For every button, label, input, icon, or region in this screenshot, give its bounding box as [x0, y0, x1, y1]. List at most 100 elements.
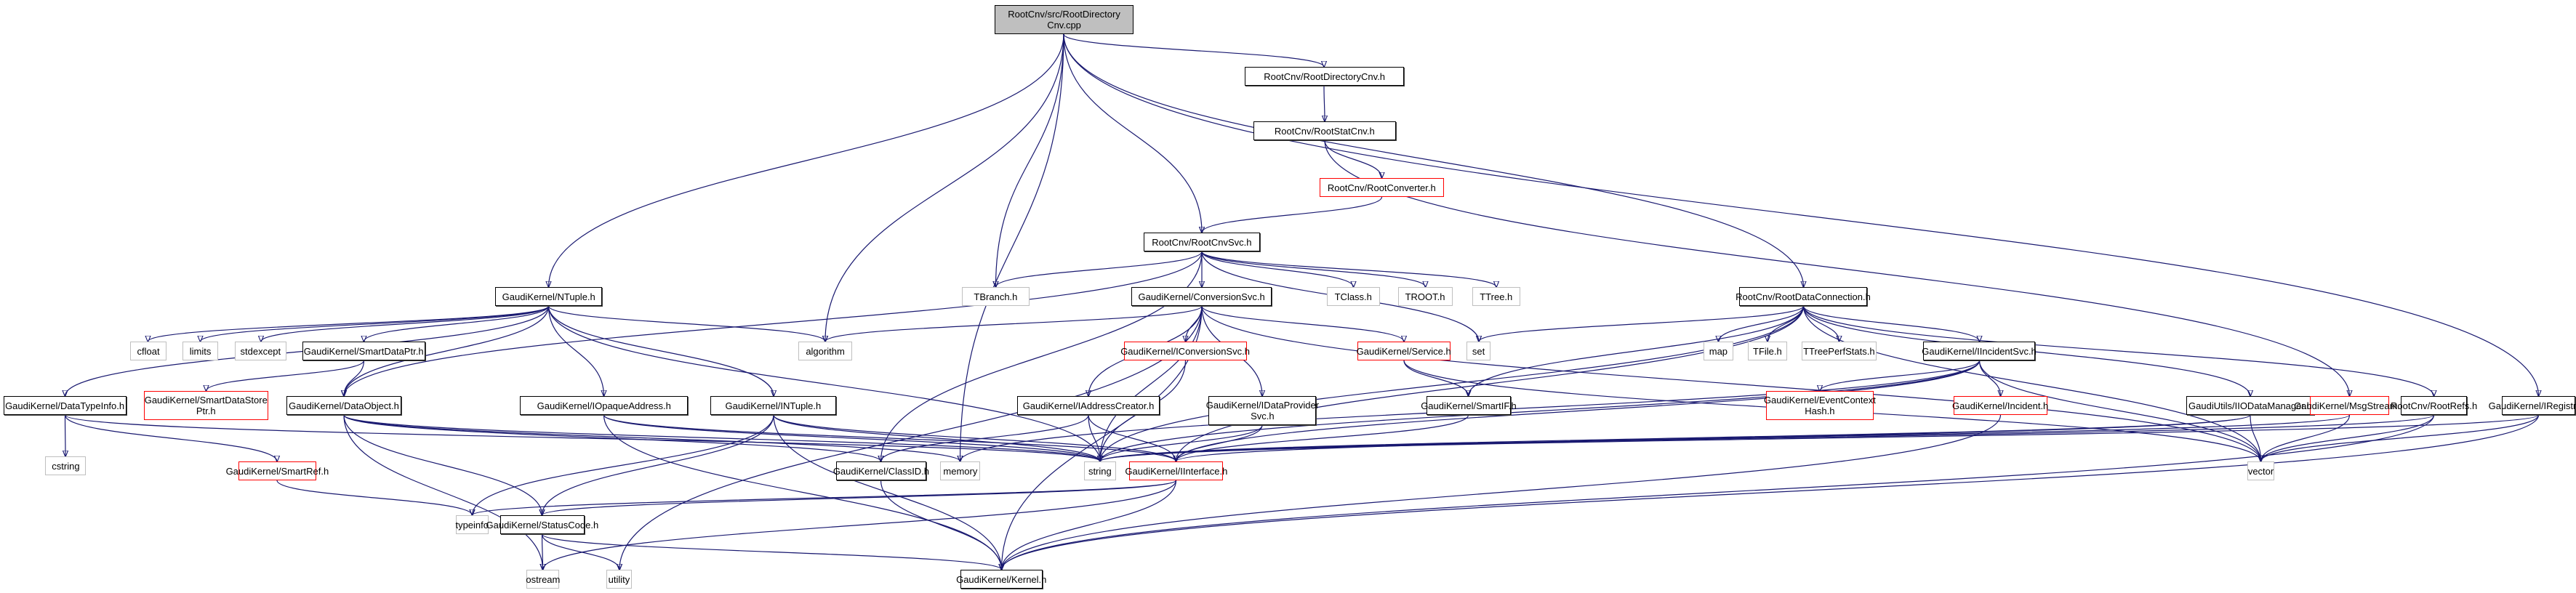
edge-iinterface_h-to-typeinfo — [473, 480, 1177, 515]
node-algorithm[interactable]: algorithm — [798, 342, 852, 360]
edge-rootdataconn_h-to-tfile_h — [1768, 305, 1805, 342]
node-incident-h[interactable]: GaudiKernel/Incident.h — [1952, 396, 2048, 415]
node-map[interactable]: map — [1703, 342, 1734, 360]
node-smartref-h[interactable]: GaudiKernel/SmartRef.h — [226, 461, 329, 480]
node-vector[interactable]: vector — [2247, 461, 2274, 480]
node-rootconverter-h[interactable]: RootCnv/RootConverter.h — [1319, 178, 1444, 197]
node-ttreeperfstats-h[interactable]: TTreePerfStats.h — [1801, 342, 1877, 360]
edge-ntuple_h-to-intuple_h — [547, 305, 774, 396]
node-msgstream-h[interactable]: GaudiKernel/MsgStream.h — [2294, 396, 2405, 415]
edge-statuscode_h-to-utility — [541, 533, 620, 570]
node-rootstatcnv-h[interactable]: RootCnv/RootStatCnv.h — [1253, 121, 1396, 140]
node-datatypeinfo-h[interactable]: GaudiKernel/DataTypeInfo.h — [3, 396, 127, 415]
node-eventcontexthash-h[interactable]: GaudiKernel/EventContext Hash.h — [1764, 391, 1876, 420]
edge-rootcnvsvc_h-to-tbranch_h — [996, 251, 1203, 287]
edge-datatypeinfo_h-to-string — [64, 414, 1101, 461]
node-smartif-h[interactable]: GaudiKernel/SmartIF.h — [1421, 396, 1517, 415]
edge-smartdataptr_h-to-smartdatastoreptr_h — [206, 360, 365, 391]
node-ttree-h[interactable]: TTree.h — [1472, 287, 1520, 306]
edge-iopaqueaddress_h-to-string — [603, 414, 1101, 461]
edge-intuple_h-to-typeinfo — [473, 414, 774, 515]
node-iiodatamanager-h[interactable]: GaudiUtils/IIODataManager.h — [2186, 396, 2314, 415]
node-iincidentsvc-h[interactable]: GaudiKernel/IIncidentSvc.h — [1922, 342, 2037, 360]
edge-rootstatcnv_h-to-rootconverter_h — [1324, 140, 1382, 178]
node-memory[interactable]: memory — [940, 461, 981, 480]
node-iopaqueaddress-h[interactable]: GaudiKernel/IOpaqueAddress.h — [520, 396, 689, 415]
edge-iinterface_h-to-ostream — [543, 480, 1177, 570]
edge-iregistry_h-to-vector — [2261, 414, 2540, 461]
edge-ntuple_h-to-stdexcept — [261, 305, 550, 342]
edge-dataobject_h-to-classid_h — [343, 414, 881, 461]
node-statuscode-h[interactable]: GaudiKernel/StatusCode.h — [486, 515, 598, 534]
node-kernel-h[interactable]: GaudiKernel/Kernel.h — [956, 570, 1046, 589]
edge-rootrefs_h-to-vector — [2261, 414, 2435, 461]
node-smartdataptr-h[interactable]: GaudiKernel/SmartDataPtr.h — [302, 342, 425, 360]
node-rootdataconnection-h[interactable]: RootCnv/RootDataConnection.h — [1736, 287, 1871, 306]
edge-rootdircnv_h-to-rootstatcnv_h — [1324, 85, 1325, 121]
node-cstring[interactable]: cstring — [45, 456, 87, 475]
edge-classid_h-to-kernel_h — [880, 480, 1002, 570]
edge-iaddresscreator_h-to-iinterface_h — [1088, 414, 1176, 461]
edge-rootdataconn_h-to-iinterface_h — [1176, 305, 1805, 461]
edge-root-to-rootdircnv_h — [1063, 33, 1324, 67]
node-classid-h[interactable]: GaudiKernel/ClassID.h — [833, 461, 929, 480]
edge-intuple_h-to-kernel_h — [773, 414, 1002, 570]
edge-datatypeinfo_h-to-cstring — [65, 414, 66, 456]
edge-iinterface_h-to-kernel_h — [1002, 480, 1177, 570]
node-intuple-h[interactable]: GaudiKernel/INTuple.h — [710, 396, 837, 415]
edge-root-to-rootcnvsvc_h — [1063, 33, 1202, 233]
node-troot-h[interactable]: TROOT.h — [1397, 287, 1453, 306]
node-tclass-h[interactable]: TClass.h — [1326, 287, 1380, 306]
node-string[interactable]: string — [1084, 461, 1116, 480]
edge-rootdataconn_h-to-map — [1719, 305, 1805, 342]
edge-root-to-iregistry_h — [1063, 33, 2539, 396]
node-rootrefs-h[interactable]: RootCnv/RootRefs.h — [2391, 396, 2477, 415]
node-iconversionsvc-h[interactable]: GaudiKernel/IConversionSvc.h — [1120, 342, 1250, 360]
node-idataprovidersvc-h[interactable]: GaudiKernel/IDataProvider Svc.h — [1206, 396, 1319, 425]
edge-ntuple_h-to-string — [547, 305, 1101, 461]
edge-smartif_h-to-iinterface_h — [1176, 414, 1469, 461]
node-rootdirectorycnv-h[interactable]: RootCnv/RootDirectoryCnv.h — [1245, 67, 1404, 86]
edge-datatypeinfo_h-to-smartref_h — [64, 414, 278, 461]
edge-intuple_h-to-statuscode_h — [542, 414, 774, 515]
node-stdexcept[interactable]: stdexcept — [234, 342, 287, 360]
edge-rootcnvsvc_h-to-dataobject_h — [344, 251, 1203, 396]
node-set[interactable]: set — [1466, 342, 1491, 360]
edge-iincidentsvc_h-to-eventcontexthash_h — [1820, 360, 1981, 391]
edge-conversionsvc_h-to-algorithm — [825, 305, 1203, 342]
edge-iincidentsvc_h-to-string — [1100, 360, 1981, 461]
edge-root-to-tbranch_h — [996, 33, 1064, 287]
edge-rootdataconn_h-to-iincidentsvc_h — [1802, 305, 1980, 342]
edge-ntuple_h-to-iopaqueaddress_h — [547, 305, 604, 396]
node-limits[interactable]: limits — [182, 342, 219, 360]
node-service-h[interactable]: GaudiKernel/Service.h — [1357, 342, 1451, 360]
node-iinterface-h[interactable]: GaudiKernel/IInterface.h — [1125, 461, 1227, 480]
node-smartdatastoreptr-h[interactable]: GaudiKernel/SmartDataStore Ptr.h — [143, 391, 268, 420]
node-dataobject-h[interactable]: GaudiKernel/DataObject.h — [286, 396, 401, 415]
edge-rootdataconn_h-to-string — [1100, 305, 1805, 461]
edge-dataobject_h-to-ostream — [343, 414, 543, 570]
edge-service_h-to-smartif_h — [1403, 360, 1469, 396]
node-iregistry-h[interactable]: GaudiKernel/IRegistry.h — [2489, 396, 2576, 415]
edge-ntuple_h-to-smartdataptr_h — [364, 305, 550, 342]
edge-rootrefs_h-to-kernel_h — [1002, 414, 2435, 570]
node-rootcnvsvc-h[interactable]: RootCnv/RootCnvSvc.h — [1143, 233, 1260, 251]
edge-dataobject_h-to-memory — [343, 414, 960, 461]
edge-iregistry_h-to-kernel_h — [1002, 414, 2540, 570]
edge-ntuple_h-to-dataobject_h — [344, 305, 550, 396]
node-conversionsvc-h[interactable]: GaudiKernel/ConversionSvc.h — [1131, 287, 1272, 306]
node-cfloat[interactable]: cfloat — [130, 342, 166, 360]
node-iaddresscreator-h[interactable]: GaudiKernel/IAddressCreator.h — [1017, 396, 1160, 415]
edge-iincidentsvc_h-to-iinterface_h — [1176, 360, 1981, 461]
node-ostream[interactable]: ostream — [526, 570, 560, 589]
node-ntuple-h[interactable]: GaudiKernel/NTuple.h — [495, 287, 603, 306]
node-utility[interactable]: utility — [606, 570, 633, 589]
node-tbranch-h[interactable]: TBranch.h — [961, 287, 1030, 306]
node-typeinfo[interactable]: typeinfo — [455, 515, 489, 534]
node-tfile-h[interactable]: TFile.h — [1748, 342, 1787, 360]
edge-rootdataconn_h-to-rootrefs_h — [1802, 305, 2434, 396]
edge-smartdataptr_h-to-dataobject_h — [344, 360, 365, 396]
node-root-file[interactable]: RootCnv/src/RootDirectory Cnv.cpp — [995, 5, 1133, 34]
edge-iincidentsvc_h-to-incident_h — [1978, 360, 2001, 396]
